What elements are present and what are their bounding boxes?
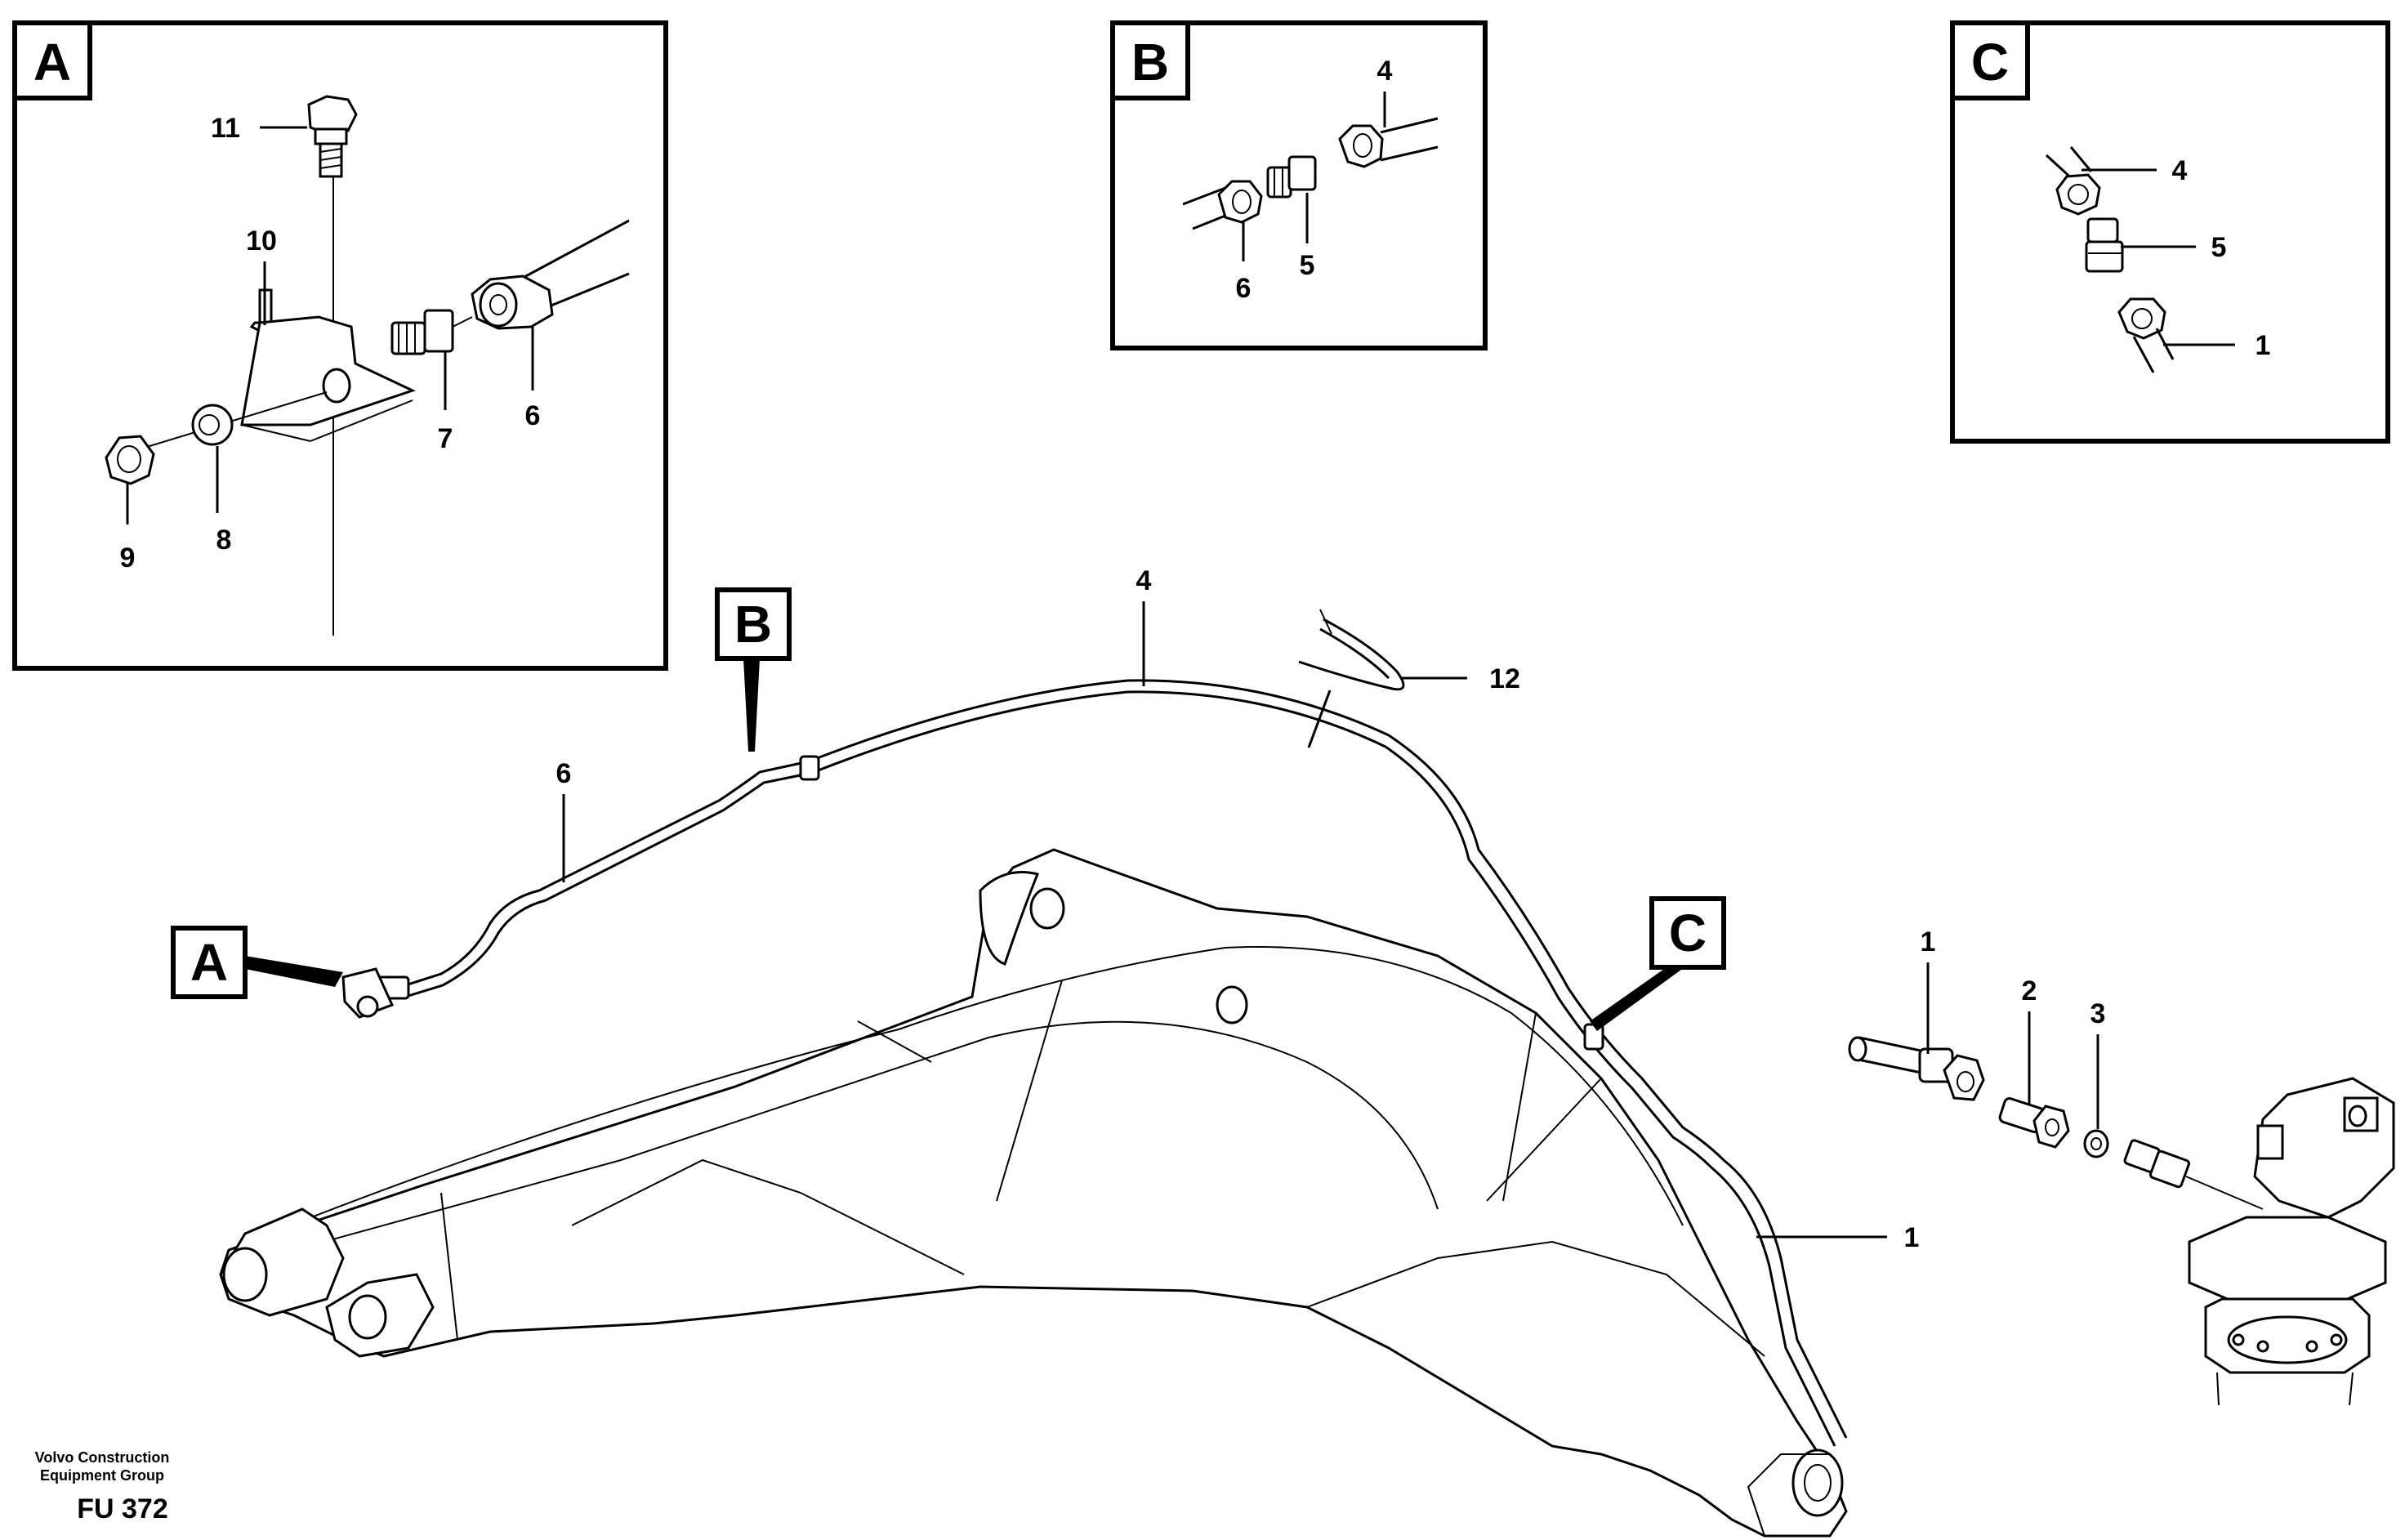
footer-company-line1: Volvo Construction <box>35 1449 170 1466</box>
detail-a-label-10: 10 <box>246 225 277 257</box>
pipe-nut-part <box>1217 180 1263 224</box>
washer-part <box>191 404 234 446</box>
callout-b-letter: B <box>734 595 772 654</box>
detail-b-label-5: 5 <box>1300 250 1315 281</box>
callout-a-letter: A <box>190 933 228 992</box>
detail-b-letter: B <box>1131 33 1169 92</box>
nipple-part <box>2085 217 2124 273</box>
boom-structure <box>219 848 1848 1538</box>
nipple-part <box>1266 155 1317 199</box>
callout-a: A <box>171 926 343 999</box>
detail-box-b: B 4 6 5 <box>1110 20 1488 350</box>
main-label-6: 6 <box>556 758 572 789</box>
bracket-part <box>240 288 417 442</box>
detail-box-a: A 11 10 <box>12 20 668 671</box>
detail-c-label-5: 5 <box>2211 232 2227 263</box>
pipeline <box>341 679 1848 1447</box>
exploded-seal-ring <box>2083 1129 2109 1158</box>
callout-b: B <box>715 587 792 752</box>
detail-b-label-6: 6 <box>1236 273 1252 304</box>
detail-box-c: C 4 5 1 <box>1950 20 2390 444</box>
nipple-part <box>390 309 473 355</box>
callout-c-letter: C <box>1669 904 1707 962</box>
pipe-nut-part <box>471 275 554 330</box>
callout-c: C <box>1590 896 1726 1031</box>
detail-a-label-9: 9 <box>120 542 136 574</box>
main-label-2: 2 <box>2022 975 2037 1007</box>
exploded-hose-end <box>1848 1036 1985 1101</box>
footer-company-line2: Equipment Group <box>40 1467 164 1484</box>
main-label-12: 12 <box>1489 663 1520 694</box>
detail-a-label-8: 8 <box>216 524 232 556</box>
exploded-union <box>1998 1097 2070 1149</box>
pipe-nut-part <box>1338 124 1384 168</box>
pipe-nut-part <box>2055 173 2101 216</box>
hex-nut-part <box>105 435 155 485</box>
detail-a-label-6: 6 <box>525 400 541 431</box>
detail-c-letter: C <box>1971 33 2009 92</box>
main-label-4: 4 <box>1136 565 1152 596</box>
detail-a-label-7: 7 <box>438 423 453 454</box>
detail-c-label-1: 1 <box>2256 330 2271 361</box>
detail-a-letter: A <box>33 33 71 92</box>
bolt-part <box>307 95 358 178</box>
hose-clamp-part <box>1298 609 1405 691</box>
exploded-nipple <box>2123 1139 2264 1210</box>
detail-a-label-11: 11 <box>211 113 240 144</box>
main-label-1b: 1 <box>1921 926 1936 957</box>
pipe-nut-part <box>2117 297 2166 340</box>
swivel-joint-part <box>2188 1077 2395 1406</box>
main-label-3: 3 <box>2090 998 2106 1029</box>
detail-b-label-4: 4 <box>1377 56 1393 87</box>
detail-c-label-4: 4 <box>2172 155 2188 186</box>
main-label-1: 1 <box>1904 1222 1920 1253</box>
footer-drawing-code: FU 372 <box>77 1493 168 1524</box>
